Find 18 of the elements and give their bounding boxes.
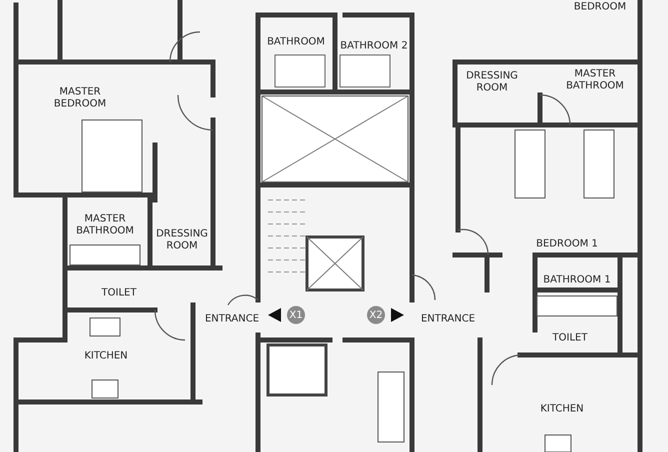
room-label: BATHROOM 2 (339, 40, 409, 52)
room-label: TOILET (552, 332, 588, 344)
room-label: KITCHEN (539, 403, 585, 415)
entrance-marker: X2 (367, 306, 385, 324)
room-label: BATHROOM (266, 36, 326, 48)
room-label: MASTER BEDROOM (52, 86, 108, 110)
room-label: TOILET (100, 287, 138, 299)
room-label: DRESSING ROOM (155, 228, 209, 252)
room-label: MASTER BATHROOM (565, 68, 625, 92)
entrance-marker: X1 (287, 306, 305, 324)
room-label: BEDROOM 1 (535, 238, 599, 250)
room-label: KITCHEN (83, 350, 129, 362)
room-label: MASTER BATHROOM (75, 214, 135, 236)
room-label: BATHROOM 1 (542, 274, 612, 286)
room-label: BEDROOM (572, 1, 628, 13)
room-label: DRESSING ROOM (465, 70, 519, 94)
room-label: ENTRANCE (420, 313, 476, 325)
room-label: ENTRANCE (204, 313, 260, 325)
